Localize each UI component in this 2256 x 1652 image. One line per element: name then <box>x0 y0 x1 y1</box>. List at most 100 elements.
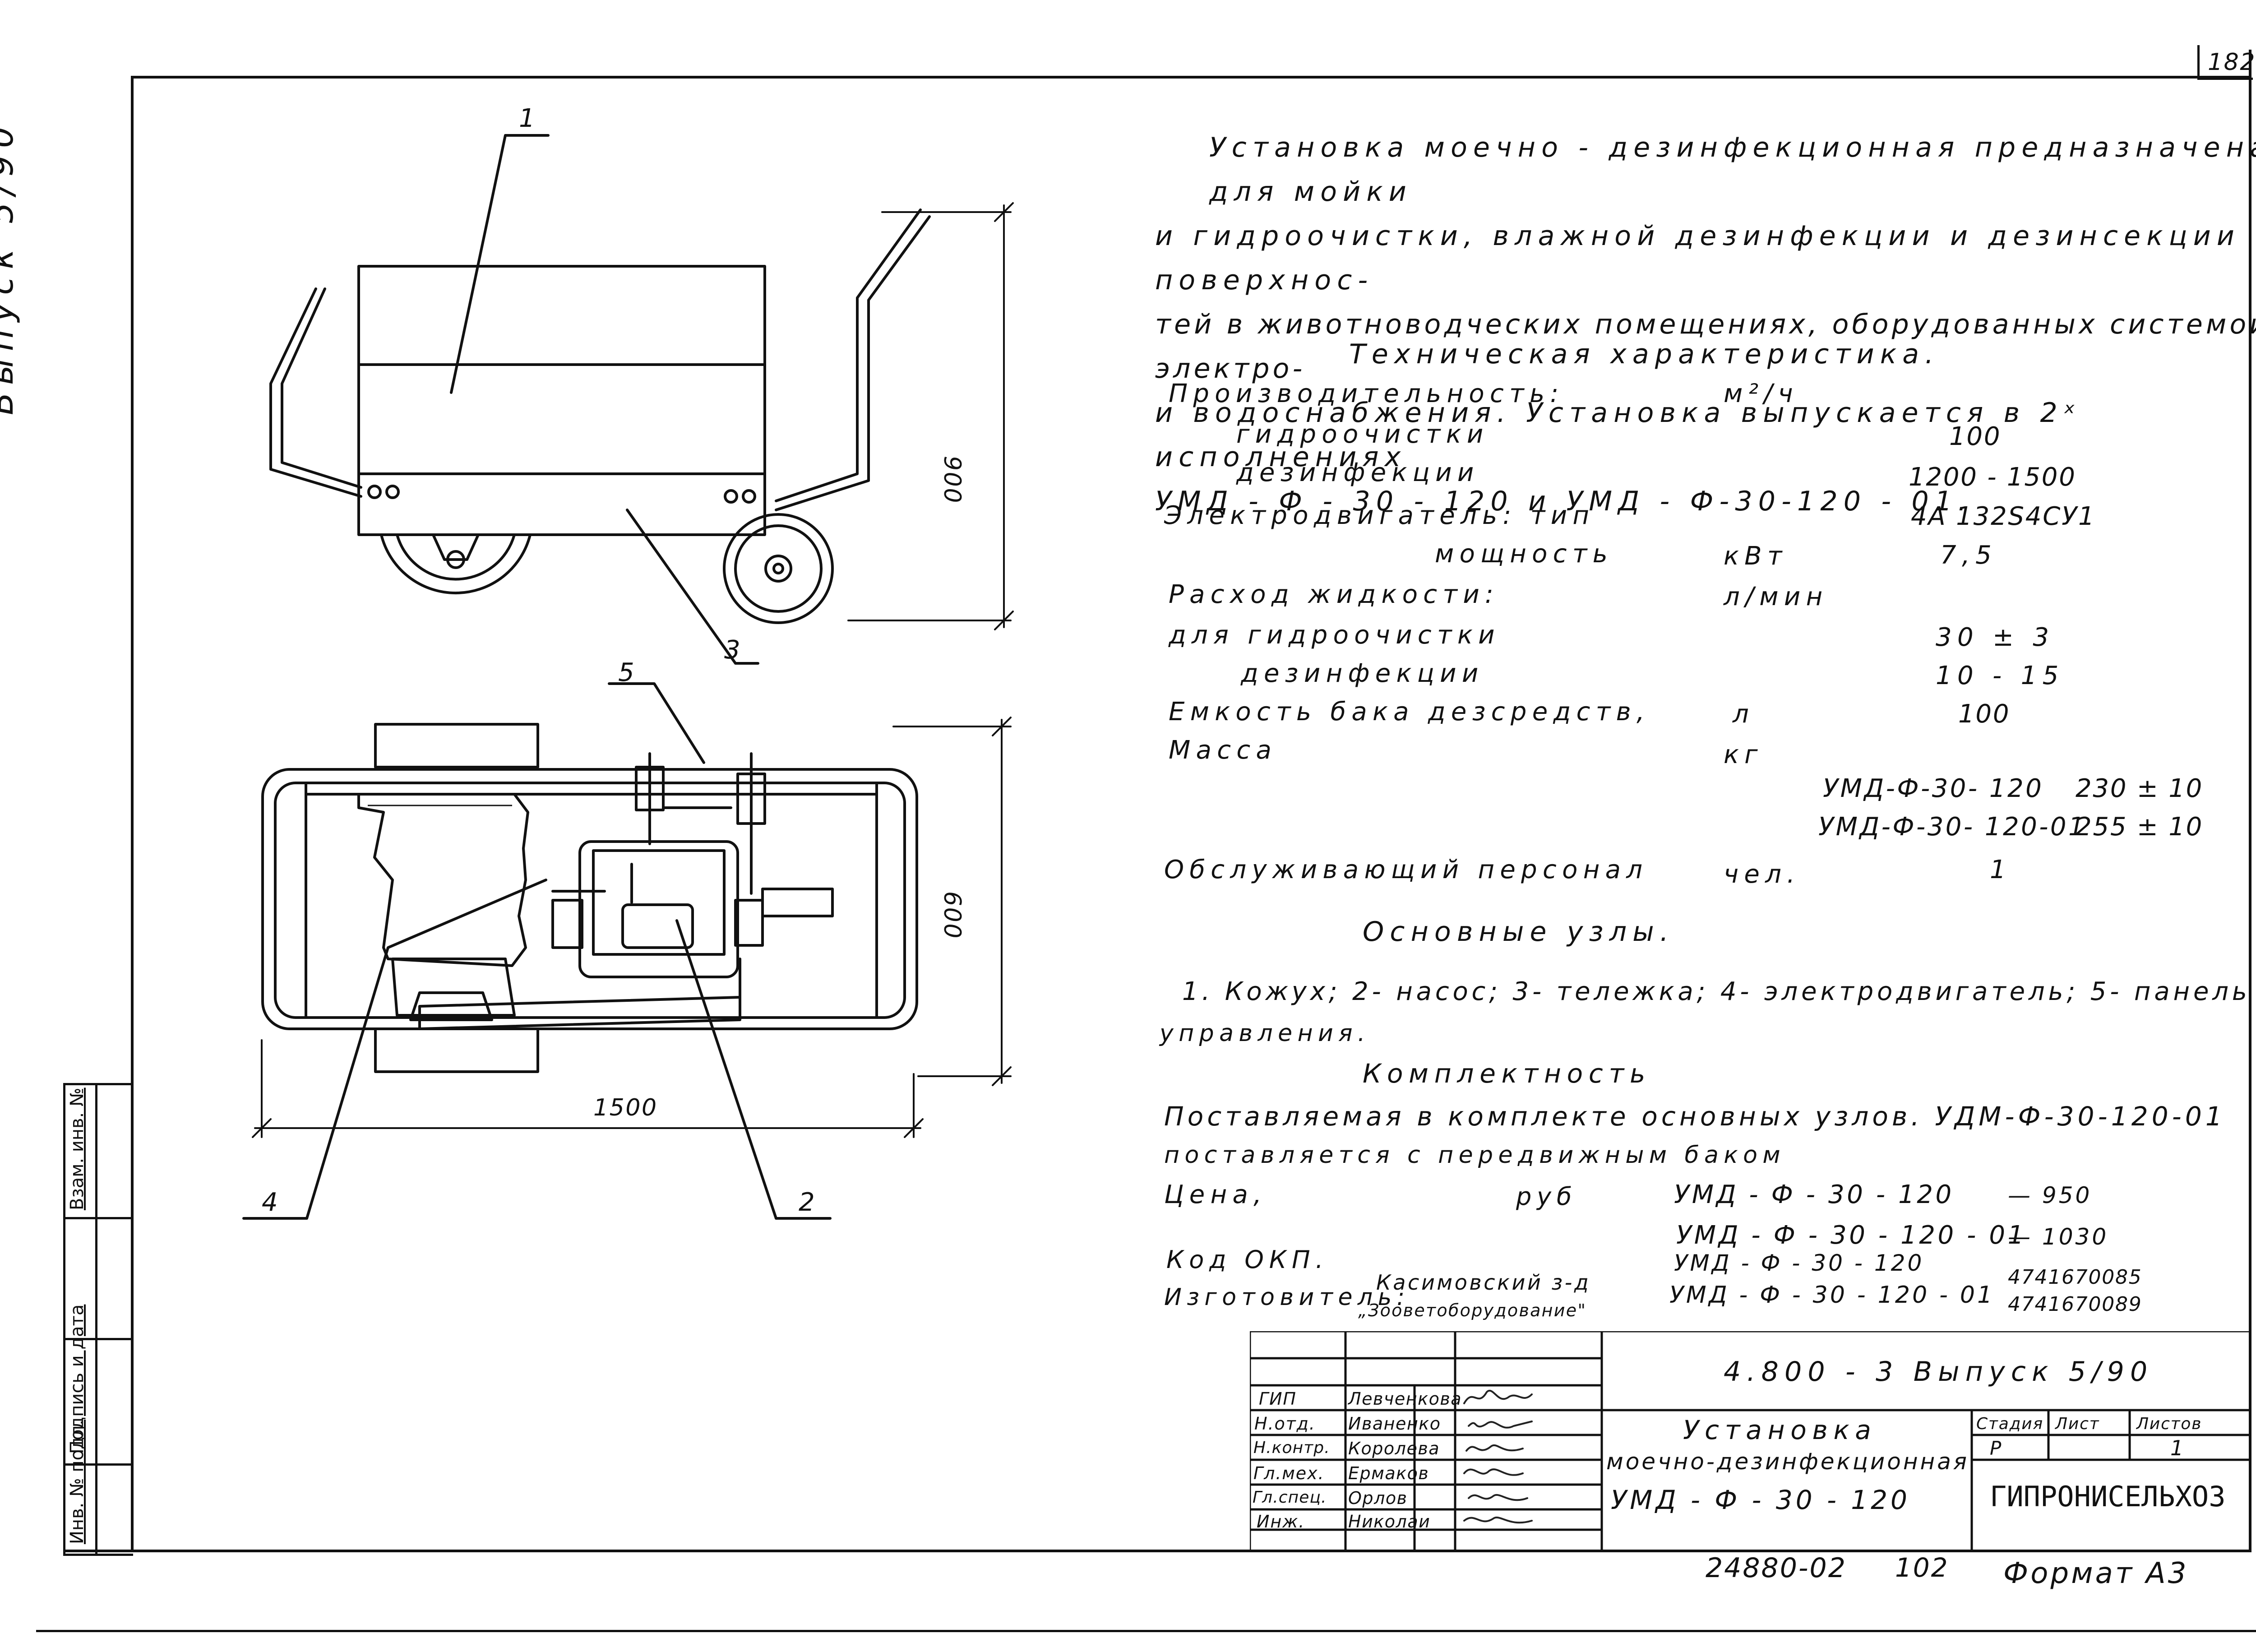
tech-label: Расход жидкости: <box>1169 580 1499 609</box>
mass-value: 255 ± 10 <box>2076 812 2204 842</box>
tech-unit: л <box>1733 699 1755 729</box>
okp-label: Код ОКП. <box>1166 1245 1329 1274</box>
units-line-2: управления. <box>1160 1020 1370 1047</box>
sheets-value: 1 <box>2170 1436 2188 1460</box>
tech-heading: Техническая характеристика. <box>1349 338 1940 370</box>
stamp-role: ГИП <box>1259 1389 1297 1409</box>
tech-label: Электродвигатель: тип <box>1164 501 1595 530</box>
tech-value: 100 <box>1949 422 2002 451</box>
tech-value: 7,5 <box>1940 541 1997 570</box>
stamp-person: Левченкова <box>1348 1389 1462 1409</box>
stamp-role: Гл.спец. <box>1253 1488 1327 1507</box>
tech-value: 4А 132S4СУ1 <box>1911 502 2096 531</box>
frame-bottom-line <box>63 1550 2251 1552</box>
top-view-belt <box>418 996 741 1030</box>
tech-label: гидроочистки <box>1236 420 1489 449</box>
footer-page: 102 <box>1895 1552 1949 1583</box>
top-view-motor <box>357 793 529 967</box>
description-line: и водоснабжения. Установка выпускается в… <box>1155 397 2081 473</box>
tech-value: 100 <box>1958 699 2011 729</box>
top-view-wheel-bottom <box>374 1027 539 1073</box>
description-line: УМД - Ф - 30 - 120 и УМД - Ф-30-120 - 01… <box>1155 486 1973 517</box>
mass-model: УМД-Ф-30- 120-01 <box>1818 812 2087 842</box>
description-line: Установка моечно - дезинфекционная предн… <box>1209 132 2256 208</box>
stamp-title-2: моечно-дезинфекционная <box>1606 1448 1969 1475</box>
tech-label: Производительность: <box>1169 379 1564 408</box>
stage-label: Стадия <box>1976 1415 2043 1433</box>
stamp-person: Иваненко <box>1348 1414 1441 1434</box>
top-view-frame-outer <box>261 768 918 1030</box>
doc-code: 4.800 - 3 Выпуск 5/90 <box>1724 1356 2154 1388</box>
top-view-shaft <box>761 888 834 917</box>
stamp-title-1: Установка <box>1683 1415 1877 1445</box>
margin-stamp <box>63 1083 133 1556</box>
okp-code: 4741670085 <box>2008 1266 2142 1289</box>
tech-unit: кг <box>1724 740 1763 769</box>
stamp-role: Н.отд. <box>1254 1414 1316 1434</box>
mass-value: 230 ± 10 <box>2076 774 2204 803</box>
price-value: — 950 <box>2008 1182 2092 1208</box>
page-number-box <box>2197 45 2253 80</box>
stamp-person: Королева <box>1348 1439 1440 1458</box>
dimension-length-label: 1500 <box>593 1094 658 1121</box>
frame-right-line <box>2249 50 2251 1552</box>
sheet-label: Лист <box>2055 1415 2100 1433</box>
side-view-handle-left-inner <box>281 287 362 489</box>
description-line: и гидроочистки, влажной дезинфекции и де… <box>1155 220 2241 296</box>
stamp-title-3: УМД - Ф - 30 - 120 <box>1611 1485 1910 1515</box>
kit-line-2: поставляется с передвижным баком <box>1164 1142 1786 1169</box>
stamp-role: Гл.мех. <box>1253 1463 1325 1483</box>
tech-label: для гидроочистки <box>1169 620 1500 650</box>
tech-unit: л/мин <box>1724 582 1828 611</box>
callout-3: 3 <box>724 635 746 665</box>
stamp-person: Николаи <box>1348 1512 1431 1532</box>
price-label: Цена, <box>1164 1180 1267 1209</box>
organization-name: ГИПРОНИСЕЛЬХОЗ <box>1990 1480 2226 1513</box>
mass-model: УМД-Ф-30- 120 <box>1823 774 2044 803</box>
units-line-1: 1. Кожух; 2- насос; 3- тележка; 4- элект… <box>1182 977 2251 1006</box>
tech-label: дезинфекции <box>1236 458 1479 487</box>
tech-unit: кВт <box>1724 541 1788 571</box>
okp-model: УМД - Ф - 30 - 120 - 01 <box>1669 1282 1995 1309</box>
callout-1: 1 <box>519 104 541 133</box>
stamp-person: Ермаков <box>1348 1463 1429 1483</box>
side-view-handle-right <box>775 208 922 502</box>
price-model: УМД - Ф - 30 - 120 - 01 <box>1676 1221 2026 1250</box>
tech-value: 10 - 15 <box>1936 661 2064 690</box>
tech-value: 30 ± 3 <box>1936 623 2055 652</box>
price-model: УМД - Ф - 30 - 120 <box>1674 1180 1954 1209</box>
maker-name: „Зооветоборудование" <box>1358 1300 1587 1320</box>
kit-heading: Комплектность <box>1363 1058 1651 1089</box>
personnel-unit: чел. <box>1724 860 1801 889</box>
top-view-frame-inner <box>274 782 906 1019</box>
title-block: 4.800 - 3 Выпуск 5/90 Установка моечно-д… <box>1250 1331 2251 1551</box>
page-number: 182 <box>2208 49 2256 76</box>
side-view-wheel-right <box>723 513 834 624</box>
side-view-wheel-left <box>380 533 532 595</box>
price-value: — 1030 <box>2008 1224 2109 1250</box>
footer-format: Формат А3 <box>2003 1557 2189 1590</box>
frame-left-line <box>131 76 134 1551</box>
units-heading: Основные узлы. <box>1363 916 1675 948</box>
description-line: тей в животноводческих помещениях, обору… <box>1155 309 2256 384</box>
dimension-width-label: 600 <box>938 891 966 940</box>
okp-model: УМД - Ф - 30 - 120 <box>1674 1250 1924 1276</box>
top-view-wheel-top <box>374 723 539 768</box>
callout-5: 5 <box>618 658 640 687</box>
personnel-label: Обслуживающий персонал <box>1164 855 1648 884</box>
tech-value: 1200 - 1500 <box>1909 463 2076 492</box>
stamp-role: Инж. <box>1257 1512 1305 1532</box>
top-view-pump <box>578 840 739 978</box>
stamp-role: Н.контр. <box>1253 1439 1330 1457</box>
footer-number: 24880-02 <box>1706 1552 1847 1584</box>
frame-top-line <box>131 76 2251 79</box>
okp-code: 4741670089 <box>2008 1293 2142 1316</box>
side-view-handle-left <box>269 287 362 498</box>
tech-label: дезинфекции <box>1241 659 1484 688</box>
stamp-person: Орлов <box>1348 1488 1408 1508</box>
tech-label: Емкость бака дезсредств, <box>1169 697 1650 727</box>
sheets-label: Листов <box>2136 1415 2202 1433</box>
page-bottom-rule <box>36 1630 2256 1632</box>
side-view-cart-frame <box>357 472 766 536</box>
